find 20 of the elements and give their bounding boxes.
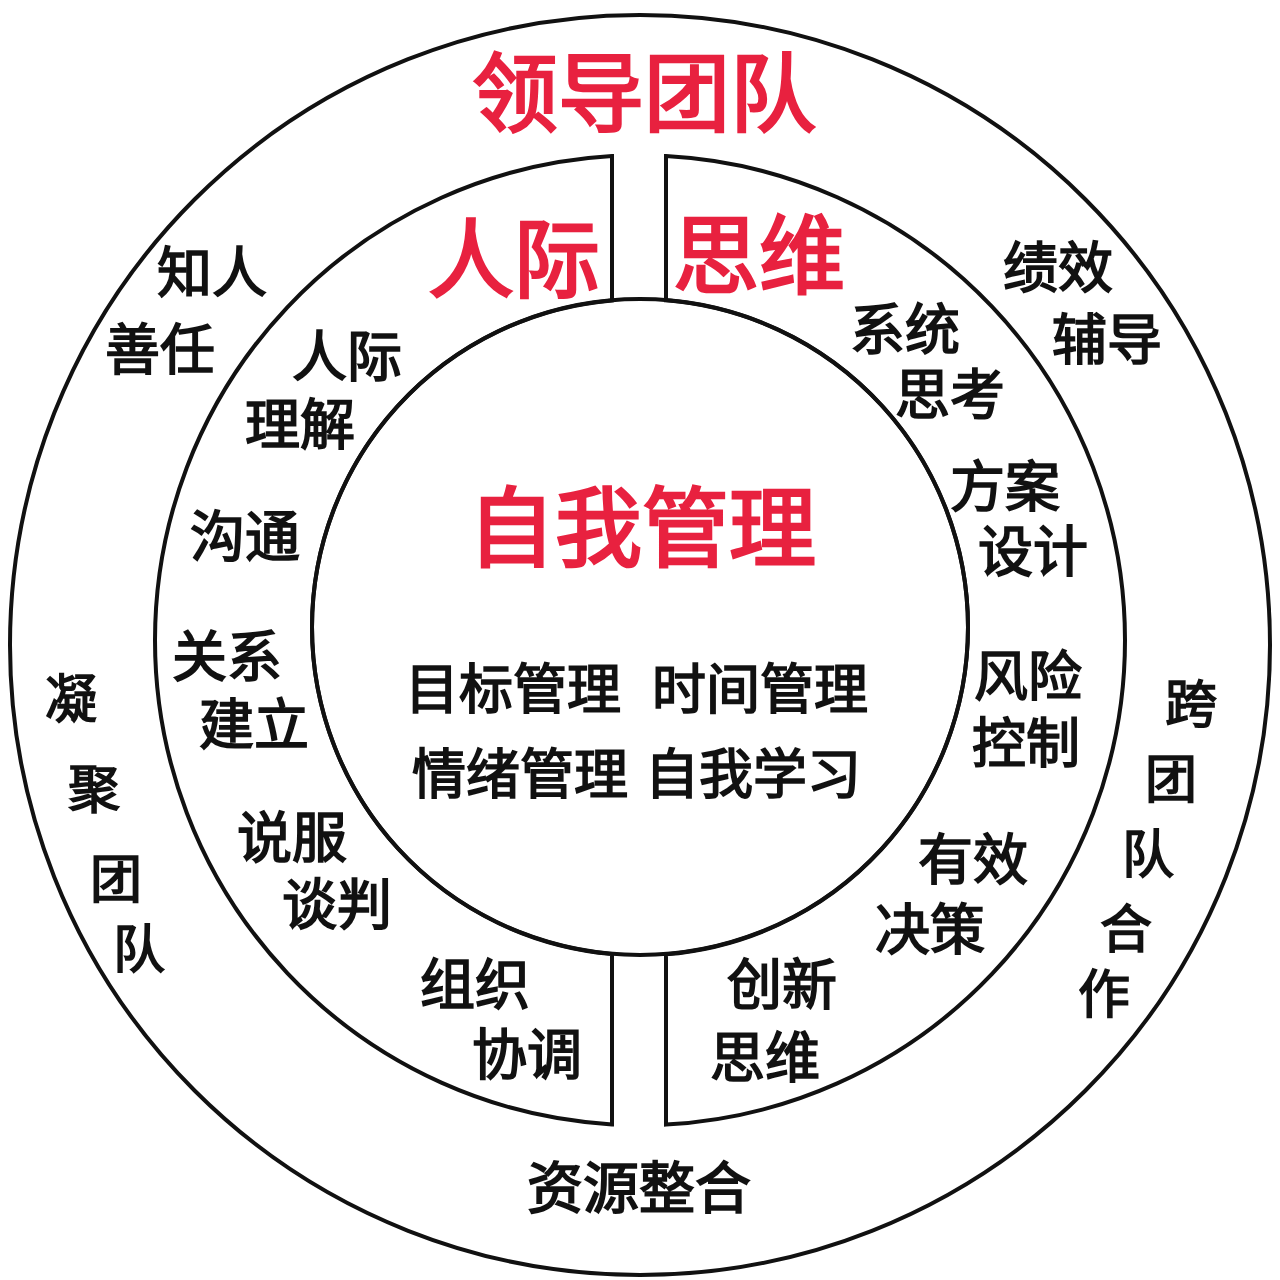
topic-label: 系统思考 (850, 297, 1005, 428)
topic-label: 情绪管理 (412, 742, 628, 808)
section-heading: 人际 (428, 210, 600, 314)
section-heading: 领导团队 (472, 43, 816, 147)
topic-label: 方案设计 (950, 454, 1088, 585)
topic-label: 创新思维 (710, 952, 837, 1091)
topic-label: 说服谈判 (237, 805, 392, 938)
topic-label: 组织协调 (420, 952, 582, 1088)
topic-label: 自我学习 (645, 742, 861, 808)
topic-label: 关系建立 (172, 624, 309, 758)
topic-label: 沟通 (190, 504, 300, 570)
topic-label: 绩效辅导 (1003, 235, 1162, 373)
topic-label: 有效决策 (875, 827, 1028, 963)
section-heading: 思维 (673, 206, 845, 310)
topic-label: 资源整合 (527, 1154, 751, 1222)
outer-ring (8, 13, 1272, 1277)
topic-label: 目标管理 (405, 657, 621, 723)
topic-label: 时间管理 (652, 657, 868, 723)
section-heading: 自我管理 (468, 478, 816, 582)
topic-label: 凝聚团队 (45, 669, 165, 981)
